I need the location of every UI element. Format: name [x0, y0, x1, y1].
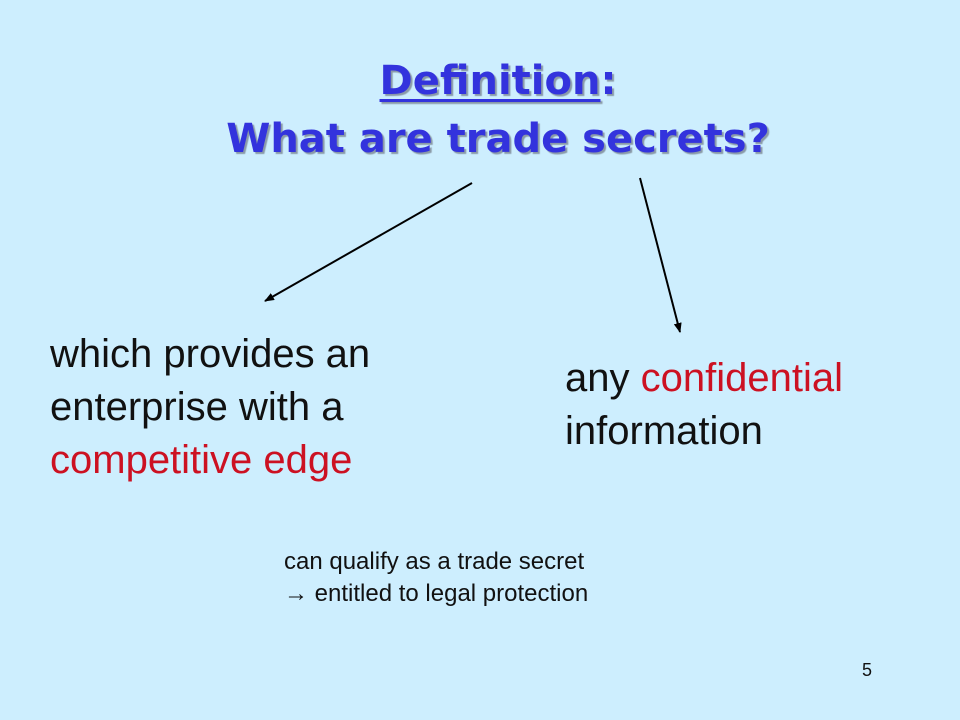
slide-title: Definition: What are trade secrets?: [0, 52, 960, 168]
right-arrow-icon: →: [284, 580, 308, 607]
conclusion-line-1: can qualify as a trade secret: [284, 548, 585, 575]
title-colon: :: [600, 58, 617, 104]
left-text-plain: which provides an enterprise with a: [50, 332, 371, 429]
confidential-highlight: confidential: [640, 356, 843, 400]
arrow-to-competitive-edge: [264, 182, 473, 302]
title-line-1: Definition:: [0, 52, 960, 110]
title-line-2: What are trade secrets?: [226, 116, 770, 162]
confidential-information-text: any confidential information: [565, 352, 945, 458]
page-number: 5: [862, 660, 873, 680]
title-definition-word: Definition: [379, 58, 601, 104]
right-text-any: any: [565, 356, 641, 400]
right-text-information: information: [565, 409, 763, 453]
competitive-edge-text: which provides an enterprise with a comp…: [50, 328, 480, 487]
arrow-to-confidential-information: [639, 177, 682, 333]
conclusion-line-2: → entitled to legal protection: [284, 578, 588, 610]
conclusion-line-2-text: entitled to legal protection: [314, 580, 589, 607]
competitive-edge-highlight: competitive edge: [50, 438, 353, 482]
conclusion-text: can qualify as a trade secret → entitled…: [284, 546, 588, 610]
